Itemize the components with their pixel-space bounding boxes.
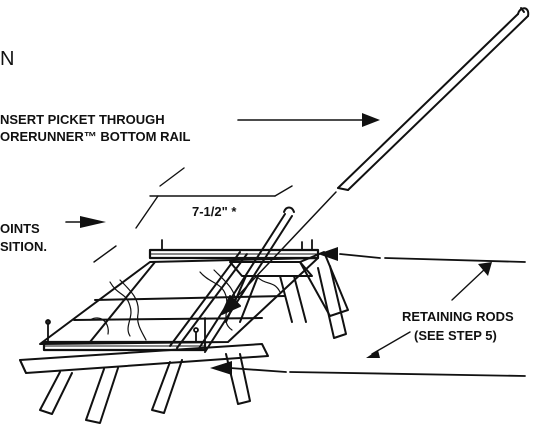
- points-callout-arrow: [65, 216, 106, 228]
- insert-picket-label-line1: NSERT PICKET THROUGH: [0, 112, 165, 127]
- partial-heading: N: [0, 48, 15, 70]
- upper-rail: [148, 248, 320, 260]
- insertion-guide-line: [233, 191, 337, 301]
- points-label-line1: OINTS: [0, 221, 40, 236]
- insert-picket-label-line2: ORERUNNER™ BOTTOM RAIL: [0, 129, 191, 144]
- points-label-line2: SITION.: [0, 239, 47, 254]
- wood-grain: [89, 269, 281, 341]
- lying-pickets: [89, 206, 295, 353]
- dimension-label: 7-1/2" *: [192, 204, 237, 219]
- insertion-arrowhead: [221, 295, 241, 315]
- retaining-rod-lower-arrow: [210, 361, 526, 377]
- front-sawhorse: [19, 343, 269, 424]
- retaining-rod-upper-arrow: [318, 247, 526, 263]
- dimension-lines: [93, 167, 293, 263]
- see-step-5-label: (SEE STEP 5): [414, 328, 497, 343]
- retaining-label-leader-down: [366, 331, 411, 358]
- retaining-rods-label: RETAINING RODS: [402, 309, 514, 324]
- insert-callout-arrow: [237, 113, 380, 127]
- fence-panel: [39, 257, 319, 345]
- back-sawhorse: [225, 251, 349, 339]
- picket-being-inserted: [337, 7, 530, 191]
- retaining-label-leader-up: [451, 262, 492, 301]
- rod-pins: [45, 239, 313, 343]
